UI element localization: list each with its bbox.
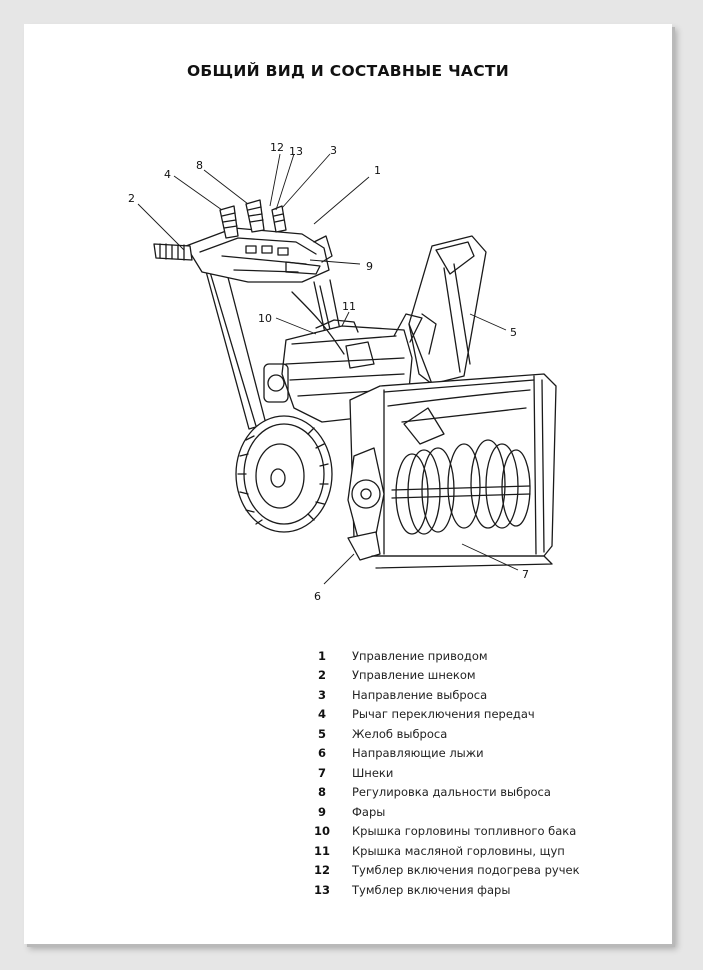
legend-number: 13 bbox=[313, 882, 330, 897]
legend-number: 5 bbox=[317, 726, 326, 741]
legend-item: 13 Тумблер включения фары bbox=[294, 880, 580, 900]
leader-line-13 bbox=[275, 153, 295, 211]
legend-item: 2 Управление шнеком bbox=[294, 666, 580, 686]
legend-item: 1 Управление приводом bbox=[294, 646, 580, 666]
document-page: ОБЩИЙ ВИД И СОСТАВНЫЕ ЧАСТИ bbox=[24, 24, 672, 944]
leader-line-4 bbox=[173, 175, 223, 211]
legend-label: Управление приводом bbox=[352, 648, 488, 663]
legend-number: 8 bbox=[317, 785, 326, 800]
legend-item: 7 Шнеки bbox=[294, 763, 580, 783]
legend-number: 4 bbox=[317, 707, 326, 722]
leader-line-1 bbox=[313, 176, 370, 225]
leader-line-8 bbox=[203, 169, 249, 205]
legend-item: 10 Крышка горловины топливного бака bbox=[294, 822, 580, 842]
legend-label: Регулировка дальности выброса bbox=[352, 785, 551, 800]
control-levers-shape bbox=[219, 199, 287, 239]
legend-label: Шнеки bbox=[352, 765, 394, 780]
skid-shoe-shape bbox=[347, 531, 553, 569]
callout-10: 10 bbox=[258, 312, 272, 325]
legend-item: 11 Крышка масляной горловины, щуп bbox=[294, 841, 580, 861]
legend-number: 9 bbox=[317, 804, 326, 819]
leader-line-3 bbox=[281, 153, 331, 209]
leader-line-12 bbox=[269, 153, 281, 207]
leader-line-10 bbox=[275, 317, 317, 335]
legend-label: Направляющие лыжи bbox=[352, 746, 484, 761]
legend-item: 9 Фары bbox=[294, 802, 580, 822]
callout-11: 11 bbox=[342, 300, 356, 313]
legend-item: 12 Тумблер включения подогрева ручек bbox=[294, 861, 580, 881]
legend-number: 7 bbox=[317, 765, 326, 780]
discharge-chute-shape bbox=[408, 235, 487, 385]
auger-housing-shape bbox=[349, 373, 557, 557]
legend-number: 2 bbox=[317, 668, 326, 683]
legend-label: Крышка масляной горловины, щуп bbox=[352, 843, 565, 858]
wheel-shape bbox=[235, 415, 333, 533]
leader-line-5 bbox=[469, 313, 507, 331]
legend-number: 1 bbox=[317, 648, 326, 663]
callout-2: 2 bbox=[128, 192, 135, 205]
leader-line-6 bbox=[323, 553, 355, 585]
leader-line-2 bbox=[137, 203, 185, 251]
legend-number: 11 bbox=[313, 843, 330, 858]
legend-number: 10 bbox=[313, 824, 330, 839]
legend-label: Фары bbox=[352, 804, 386, 819]
legend-item: 6 Направляющие лыжи bbox=[294, 744, 580, 764]
callout-4: 4 bbox=[164, 168, 171, 181]
legend-label: Желоб выброса bbox=[352, 726, 448, 741]
callout-12: 12 bbox=[270, 141, 284, 154]
legend-number: 12 bbox=[313, 863, 330, 878]
snowblower-diagram: 1 2 3 4 5 6 7 8 9 10 11 12 13 bbox=[128, 141, 557, 603]
legend-item: 3 Направление выброса bbox=[294, 685, 580, 705]
leader-line-7 bbox=[461, 543, 519, 571]
callout-3: 3 bbox=[330, 144, 337, 157]
callout-6: 6 bbox=[314, 590, 321, 603]
legend-label: Тумблер включения фары bbox=[352, 882, 511, 897]
page-title: ОБЩИЙ ВИД И СОСТАВНЫЕ ЧАСТИ bbox=[186, 62, 510, 80]
callout-1: 1 bbox=[374, 164, 381, 177]
legend-item: 4 Рычаг переключения передач bbox=[294, 705, 580, 725]
legend-item: 8 Регулировка дальности выброса bbox=[294, 783, 580, 803]
callout-5: 5 bbox=[510, 326, 517, 339]
snowblower-drawing bbox=[153, 199, 557, 569]
legend-label: Крышка горловины топливного бака bbox=[352, 824, 577, 839]
callout-13: 13 bbox=[289, 145, 303, 158]
leader-line-11 bbox=[341, 311, 350, 327]
legend-number: 6 bbox=[317, 746, 326, 761]
legend-label: Управление шнеком bbox=[352, 668, 476, 683]
legend-label: Рычаг переключения передач bbox=[352, 707, 535, 722]
control-panel-shape bbox=[185, 227, 330, 283]
legend-item: 5 Желоб выброса bbox=[294, 724, 580, 744]
leader-line-9 bbox=[309, 259, 361, 265]
legend-number: 3 bbox=[317, 687, 326, 702]
callout-9: 9 bbox=[366, 260, 373, 273]
legend-label: Тумблер включения подогрева ручек bbox=[352, 863, 580, 878]
callout-8: 8 bbox=[196, 159, 203, 172]
callout-numbers: 1 2 3 4 5 6 7 8 9 10 11 12 13 bbox=[128, 141, 529, 603]
callout-7: 7 bbox=[522, 568, 529, 581]
legend-label: Направление выброса bbox=[352, 687, 488, 702]
callout-leader-lines bbox=[137, 153, 519, 585]
